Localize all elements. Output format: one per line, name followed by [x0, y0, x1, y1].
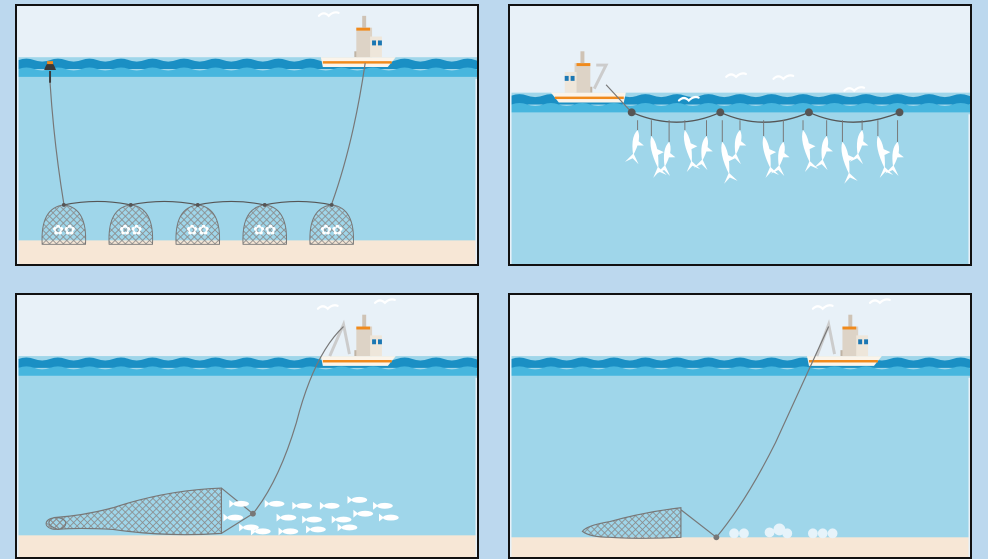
water	[511, 363, 969, 557]
tuna-icon	[683, 130, 701, 172]
fish-icon	[378, 513, 399, 522]
fish-icon	[229, 499, 249, 508]
roller-icon	[729, 523, 838, 539]
pots-scene: ✿✿ ✿✿ ✿✿ ✿✿ ✿✿	[18, 6, 477, 264]
haul-line	[331, 63, 366, 205]
trap-pot-icon: ✿✿	[41, 202, 87, 245]
branchlines	[637, 120, 899, 142]
trap-pot-icon: ✿✿	[175, 202, 221, 245]
fish-icon	[337, 523, 358, 532]
buoy-line	[49, 82, 65, 205]
fish-icon	[278, 527, 299, 536]
fish-icon	[302, 515, 322, 524]
boat-boom	[592, 63, 609, 90]
wave-band	[18, 356, 477, 378]
seabed	[18, 535, 476, 557]
trap-pot-icon: ✿✿	[242, 202, 287, 245]
wave-band	[511, 356, 970, 378]
tuna-icon	[876, 135, 894, 178]
float-icon	[804, 108, 813, 117]
mainline	[631, 111, 900, 123]
seabed	[18, 240, 476, 264]
longline-scene	[511, 6, 970, 264]
buoy-icon	[44, 61, 56, 83]
wave-band	[18, 57, 477, 79]
fish-icon	[373, 501, 393, 510]
fish-icon	[319, 501, 340, 510]
tuna-icon	[762, 135, 779, 178]
svg-text:✿✿: ✿✿	[320, 222, 343, 238]
float-icon	[895, 108, 904, 117]
panel-trawl-bottom	[508, 293, 972, 559]
trap-pot-icon: ✿✿	[108, 202, 154, 245]
fish-icon	[306, 525, 326, 534]
tuna-icon	[727, 130, 747, 165]
fish-icon	[331, 515, 352, 524]
fish-icon	[347, 495, 368, 504]
fish-icon	[353, 509, 374, 518]
fish-school	[223, 495, 399, 536]
panel-trawl-midwater	[15, 293, 479, 559]
bridle-upper	[221, 487, 254, 515]
bridle-upper	[680, 509, 717, 538]
tuna-icon	[650, 135, 667, 178]
bridle-lower	[221, 513, 254, 534]
fish-icon	[292, 501, 313, 510]
warp-line	[715, 326, 830, 538]
seabed	[511, 537, 969, 557]
trawl-midwater-scene	[18, 295, 477, 557]
fish-icon	[239, 523, 259, 532]
trawl-gantry	[328, 319, 351, 357]
tuna-icon	[624, 130, 644, 165]
trawl-door	[713, 534, 720, 541]
warp-line	[252, 326, 344, 515]
float-icon	[716, 108, 725, 117]
svg-text:✿✿: ✿✿	[52, 222, 75, 238]
tuna-icon	[693, 135, 713, 171]
fish-icon	[276, 513, 297, 522]
trap-pot-icon: ✿✿	[309, 202, 354, 245]
tuna-icon	[721, 141, 738, 184]
trawl-net-icon	[581, 507, 682, 539]
svg-text:✿✿: ✿✿	[119, 222, 142, 238]
tuna-icon	[849, 130, 869, 165]
panel-pots: ✿✿ ✿✿ ✿✿ ✿✿ ✿✿	[15, 4, 479, 266]
tuna-icon	[814, 135, 833, 171]
tuna-icon	[802, 130, 819, 172]
tuna-icon	[770, 141, 790, 177]
trawl-door	[249, 510, 256, 517]
tuna-icon	[884, 141, 904, 177]
tuna-icon	[841, 141, 858, 184]
fish-icon	[264, 499, 285, 508]
trawl-gantry	[815, 319, 837, 357]
trawl-bottom-scene	[511, 295, 970, 557]
mainline-lead	[605, 84, 633, 113]
trawl-net-icon	[45, 487, 222, 536]
fish-icon	[223, 513, 244, 522]
svg-text:✿✿: ✿✿	[253, 222, 276, 238]
svg-text:✿✿: ✿✿	[186, 222, 209, 238]
tuna-icon	[656, 141, 676, 177]
float-icon	[627, 108, 636, 117]
panel-longline	[508, 4, 972, 266]
tuna-school	[624, 130, 904, 184]
